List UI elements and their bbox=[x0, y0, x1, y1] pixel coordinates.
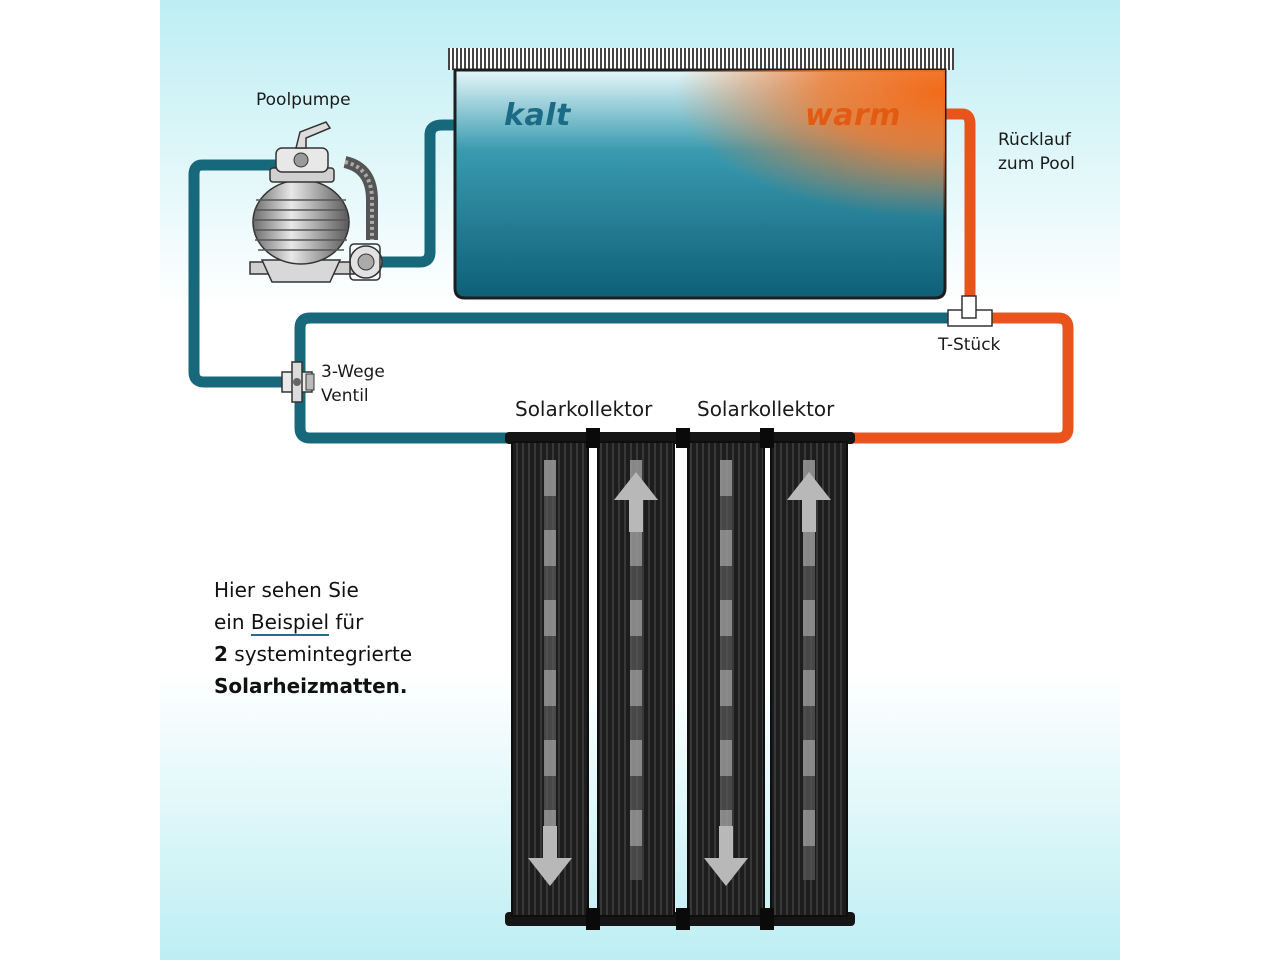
return-label-line1: Rücklauf bbox=[998, 130, 1071, 150]
valve-label-line1: 3-Wege bbox=[321, 362, 385, 382]
example-link[interactable]: Beispiel bbox=[250, 610, 330, 634]
cold-label: kalt bbox=[504, 98, 571, 133]
note-line-2-prefix: ein bbox=[214, 610, 251, 634]
note-product: Solarheizmatten. bbox=[214, 674, 408, 698]
collector-2-label: Solarkollektor bbox=[697, 397, 835, 421]
rail-clamp-top-1 bbox=[586, 428, 600, 448]
flow-arrow-up-icon bbox=[614, 472, 658, 532]
note-line-3-rest: systemintegrierte bbox=[227, 642, 413, 666]
pool-warm-zone bbox=[455, 70, 945, 298]
tee-label: T-Stück bbox=[938, 335, 1001, 355]
solar-panel-4 bbox=[770, 441, 848, 917]
return-label-line2: zum Pool bbox=[998, 154, 1075, 174]
pool bbox=[448, 48, 954, 300]
note-line-3: 2 systemintegrierte bbox=[214, 638, 412, 670]
info-note: Hier sehen Sie ein Beispiel für 2 system… bbox=[214, 574, 412, 702]
note-line-4: Solarheizmatten. bbox=[214, 670, 412, 702]
pump-hose-ribs bbox=[344, 160, 374, 240]
note-line-2: ein Beispiel für bbox=[214, 606, 412, 638]
solar-panel-3 bbox=[687, 441, 765, 917]
solar-panel-2 bbox=[597, 441, 675, 917]
t-piece bbox=[947, 295, 993, 327]
solar-panels bbox=[511, 428, 848, 930]
flow-arrow-up-icon bbox=[787, 472, 831, 532]
solar-panel-1 bbox=[511, 441, 589, 917]
flow-arrow-down-icon bbox=[528, 826, 572, 886]
warm-label: warm bbox=[805, 98, 902, 133]
valve-label-line2: Ventil bbox=[321, 386, 369, 406]
pool-cover bbox=[448, 48, 954, 70]
collector-1-label: Solarkollektor bbox=[515, 397, 653, 421]
three-way-valve bbox=[281, 361, 315, 403]
note-count: 2 bbox=[214, 642, 228, 666]
rail-clamp-top-3 bbox=[760, 428, 774, 448]
warm-pipe-loop bbox=[844, 108, 1074, 444]
flow-arrow-down-icon bbox=[704, 826, 748, 886]
pump-label: Poolpumpe bbox=[256, 90, 351, 110]
note-line-2-suffix: für bbox=[329, 610, 364, 634]
rail-clamp-bottom-2 bbox=[676, 908, 690, 930]
pool-pump bbox=[249, 121, 383, 283]
rail-clamp-bottom-3 bbox=[760, 908, 774, 930]
note-line-1: Hier sehen Sie bbox=[214, 578, 359, 602]
rail-clamp-top-2 bbox=[676, 428, 690, 448]
rail-clamp-bottom-1 bbox=[586, 908, 600, 930]
